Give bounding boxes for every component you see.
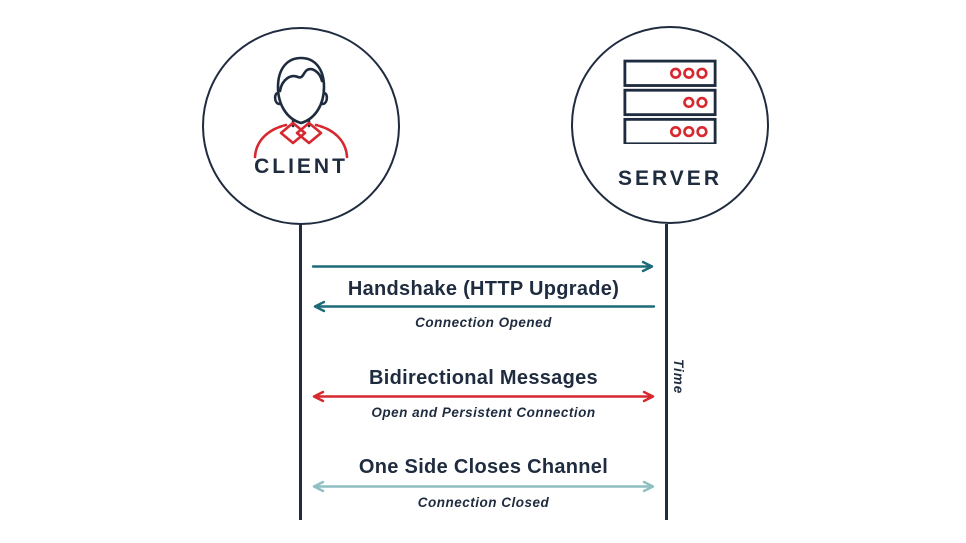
message-title-handshake: Handshake (HTTP Upgrade) <box>347 278 620 300</box>
message-subtitle-connection-closed: Connection Closed <box>417 495 550 510</box>
server-actor-circle: SERVER <box>571 26 769 224</box>
message-title-bidirectional: Bidirectional Messages <box>369 367 598 389</box>
server-stack-icon <box>623 59 717 144</box>
message-subtitle-connection-opened: Connection Opened <box>415 315 552 330</box>
time-axis-label: Time <box>671 359 686 395</box>
client-label: CLIENT <box>254 155 348 178</box>
arrow-server-to-client <box>313 300 656 313</box>
client-actor-circle: CLIENT <box>202 27 400 225</box>
client-lifeline <box>299 224 302 520</box>
arrow-bidirectional-messages <box>312 390 655 403</box>
arrow-client-to-server <box>311 260 654 273</box>
message-title-close-channel: One Side Closes Channel <box>358 456 609 478</box>
server-label: SERVER <box>618 167 722 190</box>
person-icon <box>253 56 349 159</box>
message-subtitle-persistent-connection: Open and Persistent Connection <box>371 405 596 420</box>
arrow-close-channel <box>312 480 655 493</box>
server-lifeline <box>665 224 668 520</box>
